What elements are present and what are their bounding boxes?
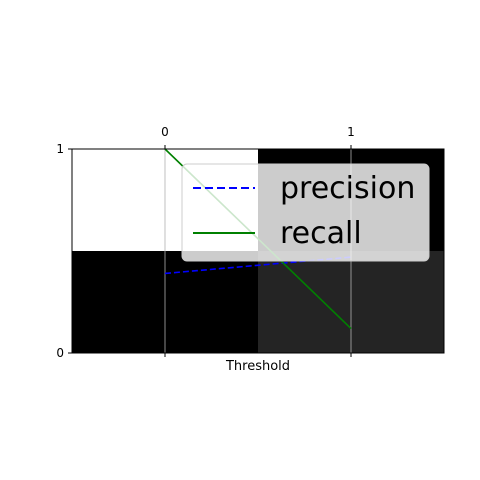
x-tick-label: 0: [161, 125, 169, 139]
plot-frame: [71, 148, 445, 354]
y-tick-label: 0: [56, 346, 64, 360]
x-tick-label: 1: [347, 125, 355, 139]
legend-label-recall: recall: [280, 216, 362, 251]
x-axis-label: Threshold: [225, 359, 290, 374]
y-tick-label: 1: [56, 142, 64, 156]
axis-ticks: 0 1 0 1: [56, 125, 354, 360]
legend-label-precision: precision: [280, 171, 415, 206]
legend: precision recall: [181, 163, 430, 262]
